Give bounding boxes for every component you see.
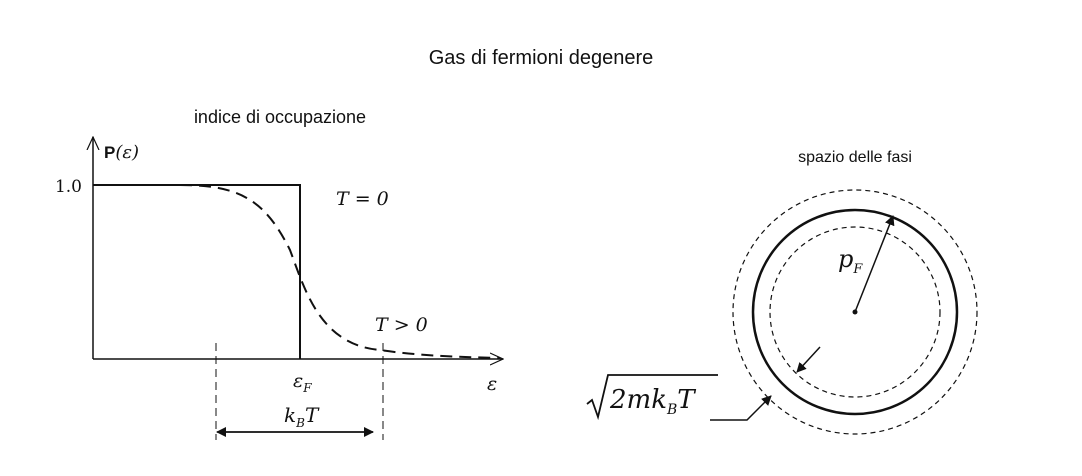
fermi-radius-arrow bbox=[854, 215, 895, 313]
outer-dashed-circle bbox=[732, 189, 978, 435]
x-axis-label: ε bbox=[487, 373, 497, 395]
left-panel-title: indice di occupazione bbox=[194, 107, 366, 127]
inner-dashed-circle bbox=[769, 226, 941, 398]
inner-shell-arrow bbox=[796, 346, 821, 373]
step-curve-t0 bbox=[93, 184, 301, 359]
y-tick-1: 1.0 bbox=[55, 177, 82, 197]
shell-width-label: 2mkBT bbox=[609, 385, 696, 418]
y-axis-label: P(ε) bbox=[104, 142, 139, 163]
diagram-title: Gas di fermioni degenere bbox=[429, 47, 654, 69]
label-tpos: T > 0 bbox=[375, 314, 428, 336]
fermi-curve-tpos bbox=[179, 184, 501, 359]
fermi-sphere bbox=[751, 208, 959, 416]
right-panel-title: spazio delle fasi bbox=[798, 149, 912, 166]
fermi-energy-label: εF bbox=[293, 370, 312, 395]
shell-leader-arrow bbox=[710, 395, 772, 421]
sqrt-sign bbox=[586, 374, 718, 421]
width-label: kBT bbox=[284, 403, 320, 430]
label-t0: T = 0 bbox=[336, 188, 389, 210]
fermi-momentum-label: pF bbox=[838, 245, 863, 277]
